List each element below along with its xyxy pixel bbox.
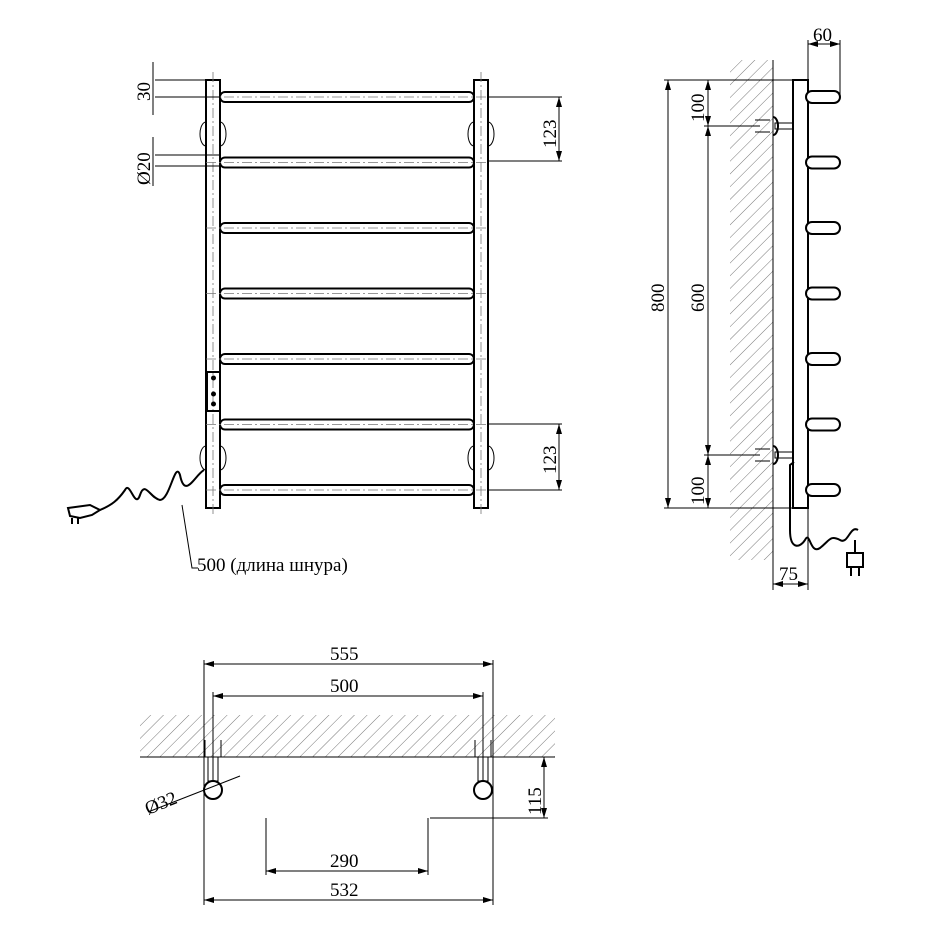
rungs	[206, 91, 488, 496]
top-view: 555 500 Ø32 115 290 532	[140, 644, 555, 905]
side-rung	[805, 90, 841, 104]
controller-box	[206, 371, 221, 412]
side-rung	[805, 155, 841, 170]
front-view: 500 (длина шнура) 30 Ø20 123 123	[66, 62, 562, 576]
side-rungs	[805, 90, 841, 497]
wall-bracket-bottom	[755, 445, 794, 465]
side-rung	[805, 286, 841, 301]
side-view: 60 800 100 600 100 75	[648, 25, 864, 590]
right-post-section	[473, 780, 493, 800]
dim-height: 800	[648, 284, 669, 313]
cord-length-label: 500 (длина шнура)	[197, 555, 348, 576]
dim-bottom-mount: 100	[688, 477, 709, 506]
dim-wall-offset: 75	[779, 564, 798, 585]
dim-post-diameter: Ø32	[142, 788, 180, 820]
power-cord	[99, 469, 205, 511]
wall-bracket-top	[755, 116, 794, 136]
dim-mount-centers: 500	[330, 676, 359, 697]
side-rung	[805, 352, 841, 366]
dim-top-mount: 100	[688, 94, 709, 123]
dim-depth: 60	[813, 25, 832, 46]
side-rung	[805, 417, 841, 432]
wall-hatch	[730, 60, 773, 560]
top-wall-hatch	[140, 715, 555, 757]
side-rung	[805, 221, 841, 235]
plug-icon	[66, 503, 103, 524]
side-rung	[805, 483, 841, 497]
mount-bracket-top	[199, 121, 495, 147]
dim-inner-width: 290	[330, 851, 359, 872]
mount-bracket-bottom	[199, 445, 495, 471]
dim-top-offset: 30	[134, 82, 155, 101]
dim-top-spacing: 123	[540, 120, 561, 149]
side-power-cord	[789, 461, 859, 551]
dim-bottom-spacing: 123	[540, 446, 561, 475]
dim-projection: 115	[525, 787, 546, 815]
dim-mount-spacing: 600	[688, 284, 709, 313]
dim-tube-width: 532	[330, 880, 359, 901]
cord-leader	[181, 504, 198, 569]
dim-overall-width: 555	[330, 644, 359, 665]
side-plug-icon	[846, 540, 864, 576]
dim-tube-diameter: Ø20	[134, 152, 155, 185]
